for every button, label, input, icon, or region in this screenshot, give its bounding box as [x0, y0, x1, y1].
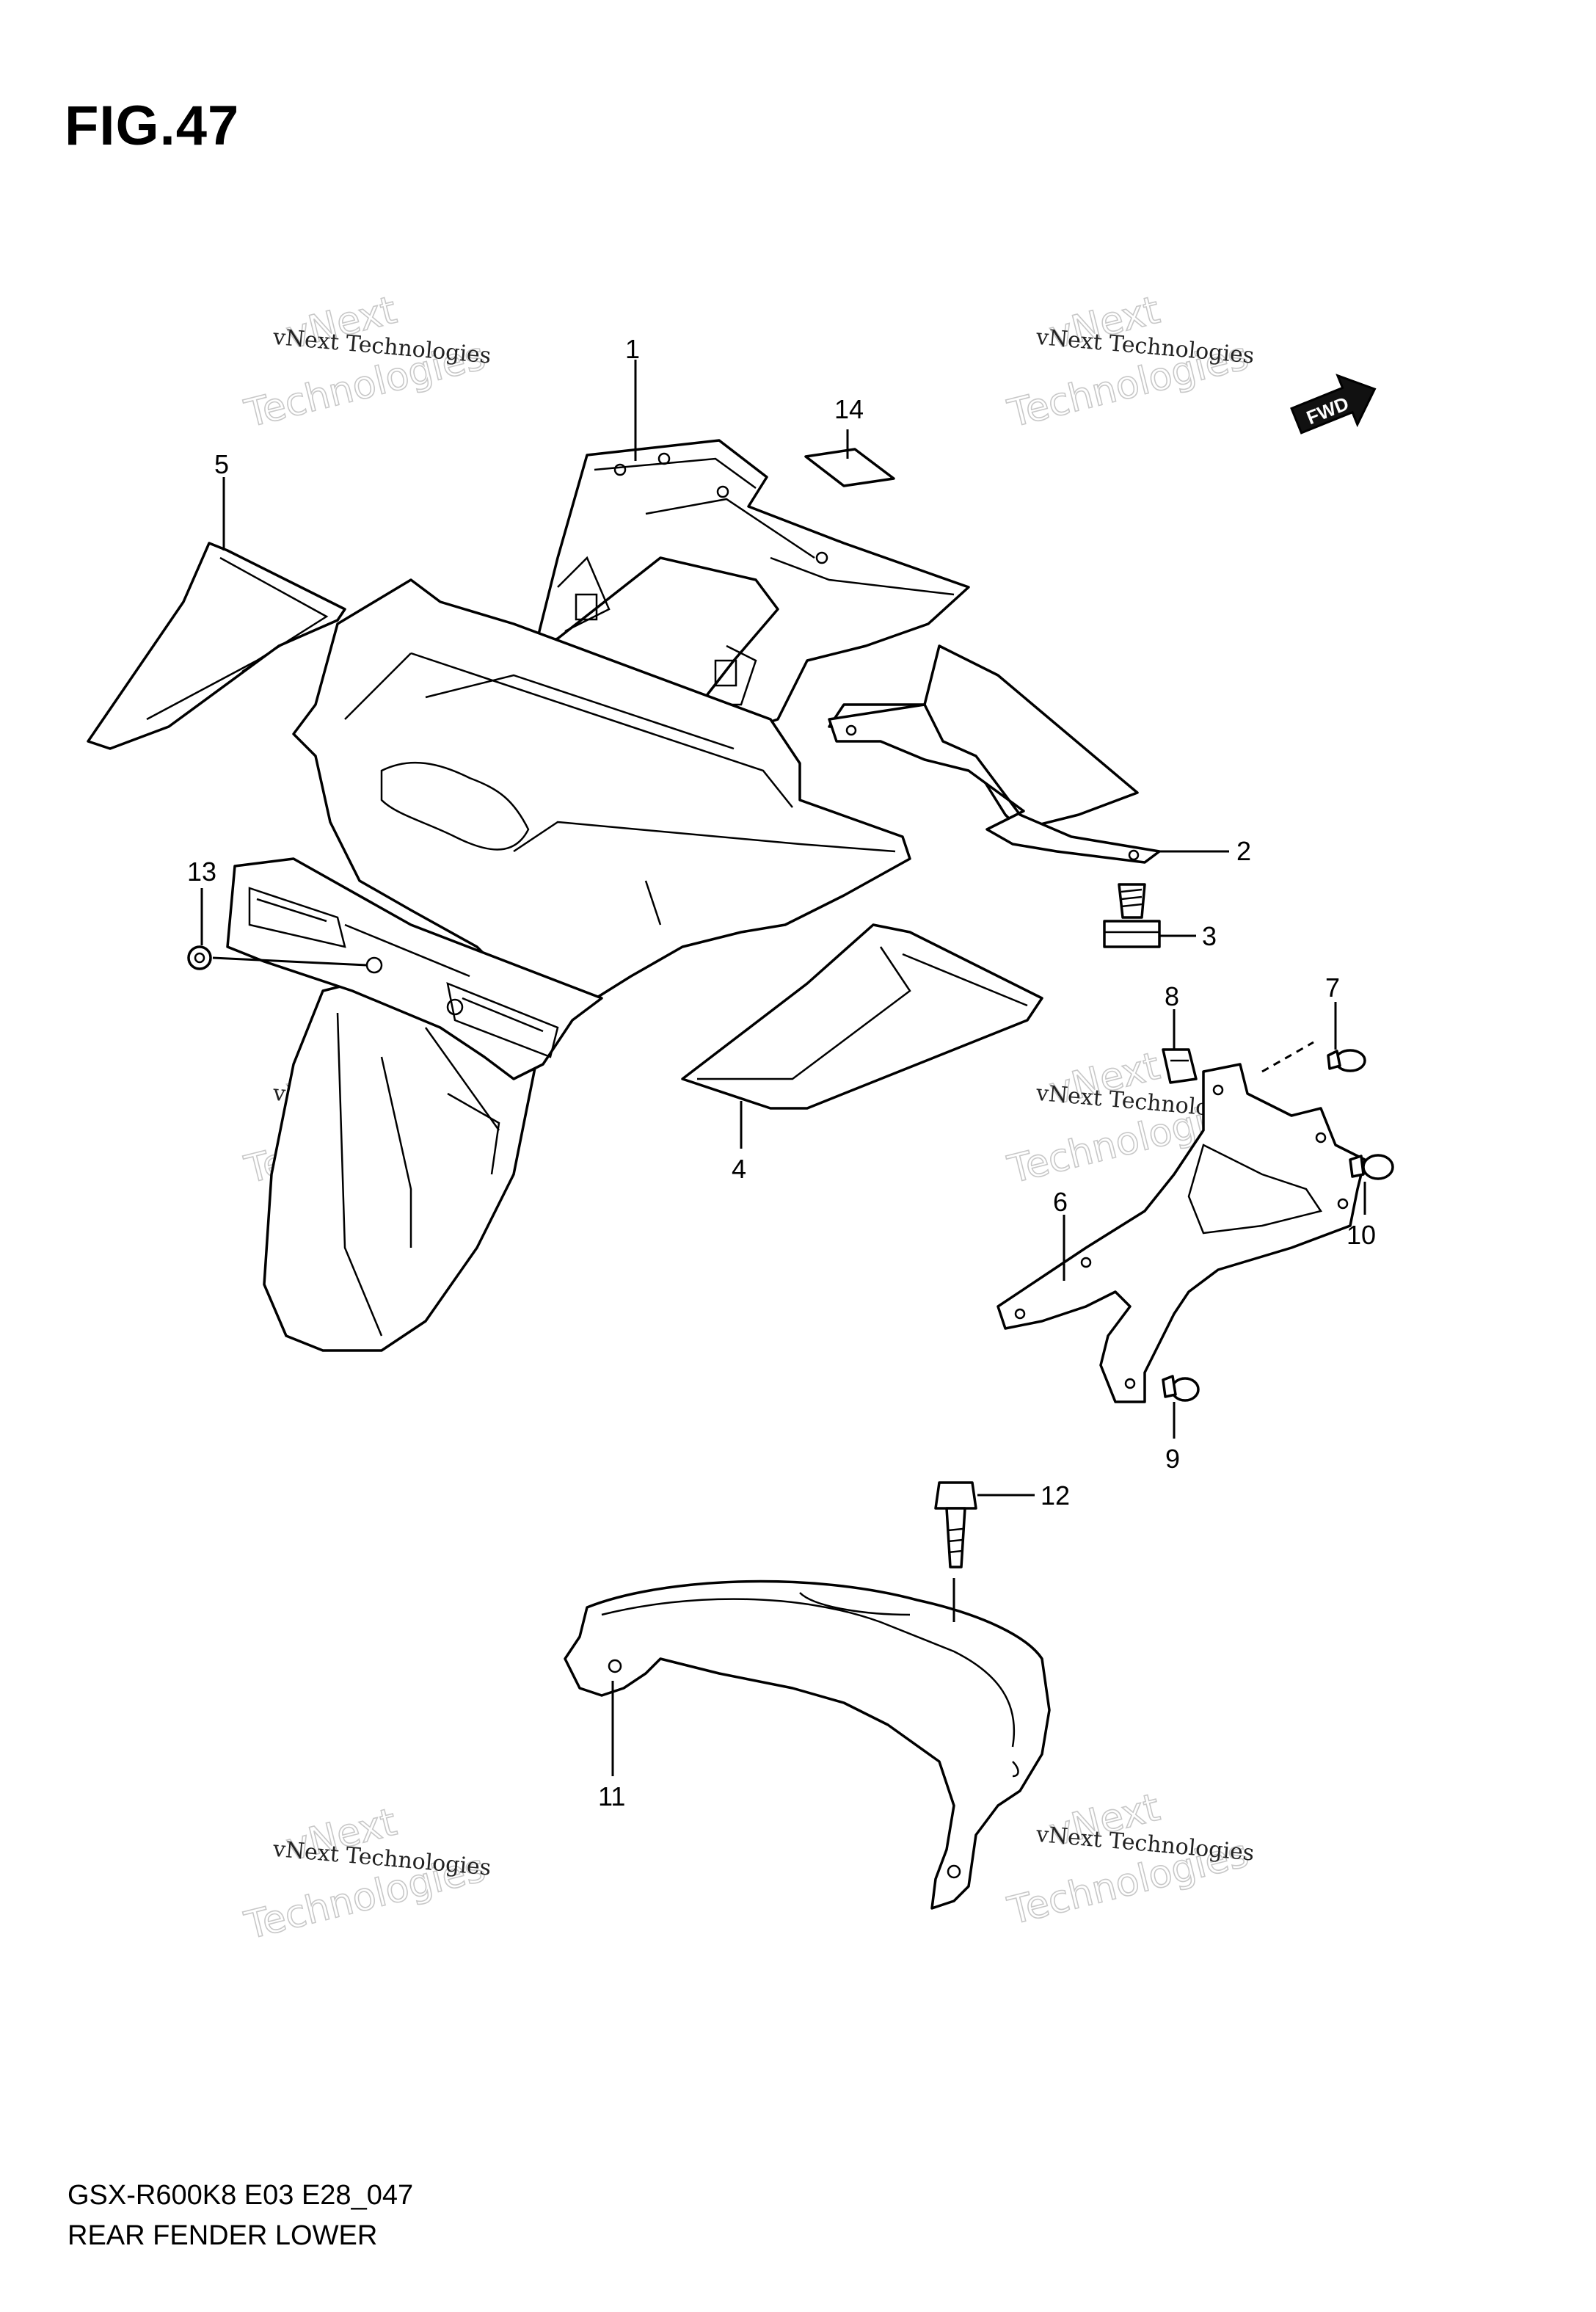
part-10-bolt[interactable] — [1349, 1154, 1394, 1180]
part-9-bolt[interactable] — [1162, 1375, 1200, 1402]
part-1-rear-fender-housing[interactable] — [263, 439, 1139, 1352]
part-8-nut[interactable] — [1162, 1048, 1198, 1084]
callout-13: 13 — [187, 857, 216, 887]
part-11-lower-cover[interactable] — [564, 1579, 1051, 1910]
part-14-label-sticker[interactable] — [804, 448, 895, 487]
part-3-bolt[interactable] — [1103, 883, 1161, 948]
callout-1: 1 — [625, 334, 640, 364]
part-4-side-panel[interactable] — [681, 923, 1043, 1110]
forward-direction-badge: FWD — [1290, 374, 1377, 435]
leader-lines — [200, 360, 1366, 1776]
callout-3: 3 — [1202, 921, 1217, 951]
callout-4: 4 — [732, 1154, 746, 1184]
figure-name: REAR FENDER LOWER — [68, 2220, 378, 2251]
callout-labels: 1 2 3 4 5 6 7 8 9 10 11 12 13 14 — [187, 334, 1376, 1811]
callout-14: 14 — [834, 394, 864, 424]
part-13-grommet[interactable] — [187, 945, 212, 970]
callout-5: 5 — [214, 449, 229, 479]
watermark-top-left: vNext Technologies vNext Technologies — [240, 288, 492, 437]
callout-7: 7 — [1325, 973, 1340, 1003]
callout-11: 11 — [598, 1781, 625, 1811]
callout-6: 6 — [1053, 1187, 1068, 1217]
model-code: GSX-R600K8 E03 E28_047 — [68, 2180, 414, 2211]
callout-9: 9 — [1165, 1444, 1180, 1474]
callout-8: 8 — [1165, 981, 1179, 1011]
callout-2: 2 — [1236, 836, 1251, 866]
part-2-bracket[interactable] — [828, 703, 1161, 864]
part-7-bolt[interactable] — [1327, 1049, 1366, 1072]
part-5-side-cover[interactable] — [87, 542, 346, 750]
callout-12: 12 — [1041, 1480, 1070, 1511]
part-6-stay-bracket[interactable] — [996, 1041, 1366, 1403]
callout-10: 10 — [1347, 1220, 1376, 1250]
license-plate-bracket[interactable] — [226, 857, 603, 1080]
part-12-long-bolt[interactable] — [934, 1481, 977, 1568]
figure-title: FIG.47 — [65, 95, 240, 157]
watermark-top-right: vNext Technologies vNext Technologies — [1003, 288, 1256, 437]
watermark-bottom-right: vNext Technologies vNext Technologies — [1003, 1785, 1256, 1934]
watermark-bottom-left: vNext Technologies vNext Technologies — [240, 1800, 492, 1949]
